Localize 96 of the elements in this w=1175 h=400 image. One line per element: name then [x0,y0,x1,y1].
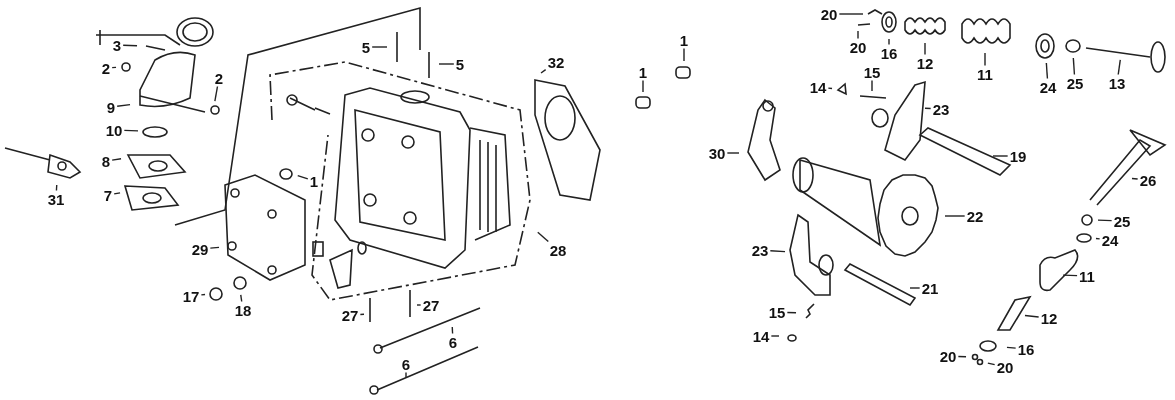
leader-line [55,184,58,192]
leader-line [642,79,644,93]
leader-line [416,304,422,306]
callout-number: 31 [47,191,65,207]
leader-line [111,66,117,69]
callout-number: 22 [966,208,984,224]
leader-line [297,174,309,180]
callout-number: 10 [105,122,123,138]
leader-line [924,42,926,56]
leader-line [438,63,455,65]
callout-number: 23 [932,101,950,117]
leader-line [984,52,986,67]
callout-number: 16 [1017,341,1035,357]
leader-line [957,355,967,358]
callout-number: 13 [1108,75,1126,91]
leader-line [1117,59,1121,76]
callout-number: 27 [422,297,440,313]
callout-number: 6 [401,356,411,372]
callout-number: 15 [768,304,786,320]
callout-number: 27 [341,307,359,323]
callout-number: 20 [820,6,838,22]
leader-line [1095,237,1101,240]
callout-number: 2 [214,70,224,86]
callout-number: 11 [977,66,993,82]
leader-line [1097,219,1113,222]
callout-number: 1 [309,173,319,189]
leader-line [1072,57,1076,76]
leader-line [371,46,388,48]
leader-line [838,13,864,15]
leader-line [871,79,873,92]
leader-line [537,231,549,243]
callout-number: 16 [880,45,898,61]
callout-number: 29 [191,241,209,257]
leader-line [769,250,786,253]
leader-line [944,215,966,217]
callout-number: 14 [809,79,827,95]
leader-line [992,155,1009,157]
callout-number: 2 [101,60,111,76]
leader-line [909,287,921,289]
callout-number: 21 [921,280,939,296]
callout-number: 23 [751,242,769,258]
callout-number: 3 [112,37,122,53]
callout-number: 20 [939,348,957,364]
leader-line [888,38,890,46]
callout-number: 28 [549,242,567,258]
callout-number: 15 [863,64,881,80]
callout-number: 1 [638,64,648,80]
leader-line [827,87,833,90]
callout-number: 25 [1066,75,1084,91]
callout-number: 32 [547,54,565,70]
callout-number: 20 [996,359,1014,375]
leader-line [405,371,407,378]
callout-number: 19 [1009,148,1027,164]
leader-line [1045,62,1049,80]
callout-number: 24 [1101,232,1119,248]
leader-line [240,294,243,303]
leader-line [209,246,220,249]
leader-line [113,192,121,195]
callout-number: 17 [182,288,200,304]
leader-line [924,107,932,110]
leader-line [111,158,122,161]
callout-number: 26 [1139,172,1157,188]
leader-line [726,152,740,154]
leader-line [857,30,859,40]
callout-number: 8 [101,153,111,169]
leader-line [200,293,206,296]
callout-number: 7 [103,187,113,203]
callout-number: 1 [679,32,689,48]
leader-line [116,103,131,107]
leader-line [786,311,797,314]
callout-number: 5 [455,56,465,72]
leader-line [1024,314,1040,318]
callout-number: 14 [752,328,770,344]
callout-number: 20 [849,39,867,55]
callout-number: 9 [106,99,116,115]
leader-line [987,362,996,366]
callout-number: 12 [1040,310,1058,326]
leader-line [1062,274,1078,277]
leader-line [770,335,780,337]
callout-number: 11 [1079,268,1095,284]
leader-line [359,313,365,316]
callout-number: 18 [234,302,252,318]
callout-number: 25 [1113,213,1131,229]
leader-line [683,47,685,62]
callout-number: 24 [1039,79,1057,95]
leader-line [451,326,454,335]
leader-line [122,44,138,47]
leader-line [1006,346,1017,349]
leader-line [123,129,139,132]
leader-line [540,68,547,74]
callout-number: 30 [708,145,726,161]
leader-line [214,85,219,102]
callout-number: 12 [916,55,934,71]
callout-number: 6 [448,334,458,350]
leader-line [1131,177,1139,180]
callout-number: 5 [361,39,371,55]
